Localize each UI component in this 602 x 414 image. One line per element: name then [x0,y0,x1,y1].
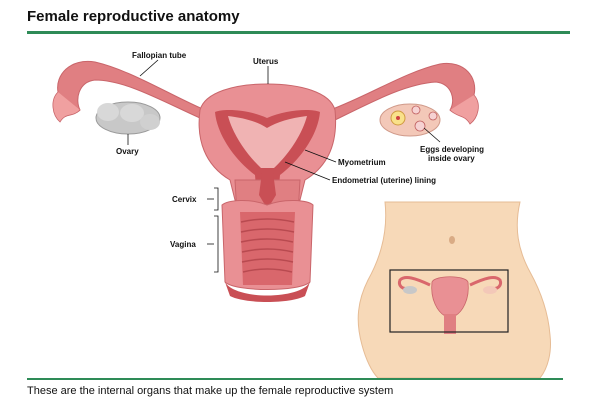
label-uterus: Uterus [253,57,279,66]
uterus-illustration [52,60,479,302]
label-vagina: Vagina [170,240,196,249]
label-endometrial-lining: Endometrial (uterine) lining [332,176,436,185]
left-ovary [95,101,161,135]
caption: These are the internal organs that make … [27,385,394,397]
page-title: Female reproductive anatomy [27,8,240,25]
label-myometrium: Myometrium [338,158,386,167]
vaginal-opening [225,282,310,302]
body-inset [357,201,551,378]
label-eggs-line1: Eggs developing [420,145,484,154]
uterine-cavity [228,116,307,168]
cervical-canal [259,172,276,205]
label-cervix: Cervix [172,195,197,204]
navel [449,236,455,244]
inset-highlight-box [389,269,509,333]
inset-organs [398,276,502,334]
label-eggs-line2: inside ovary [428,154,475,163]
label-ovary: Ovary [116,147,139,156]
right-fimbriae [449,94,479,125]
label-fallopian-tube: Fallopian tube [132,51,187,60]
reproductive-anatomy-diagram: Fallopian tube Uterus Ovary Eggs develop… [52,51,551,378]
left-fimbriae [52,91,81,123]
right-ovary [379,103,441,137]
caption-divider [27,378,563,380]
title-divider [27,31,570,34]
leader-lines [127,59,441,273]
vaginal-rugae [240,218,295,273]
